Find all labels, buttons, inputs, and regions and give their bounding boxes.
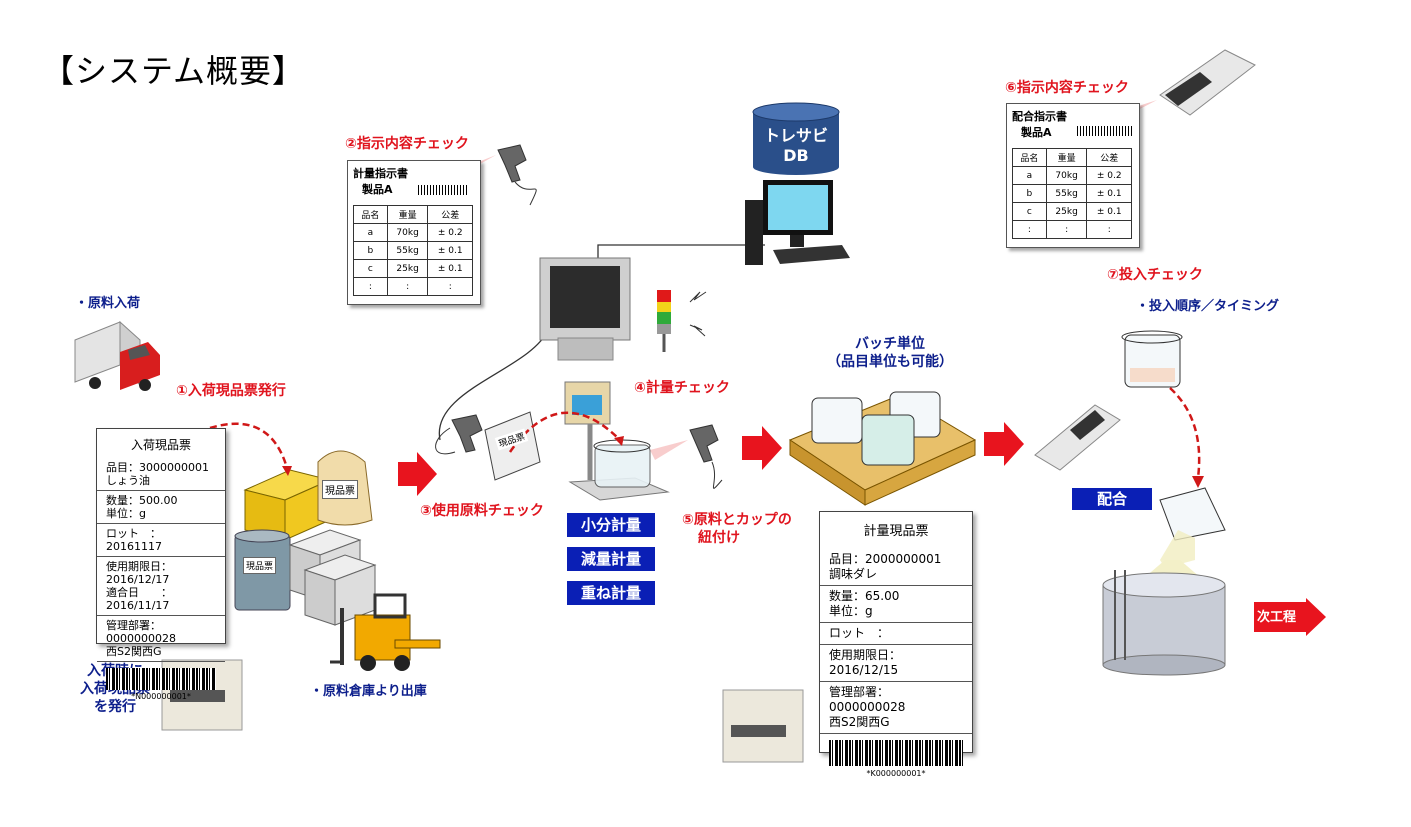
pallet-icon (788, 391, 977, 506)
handheld-terminal-icon (1034, 404, 1121, 471)
flow-arrow (984, 422, 1024, 466)
method-box: 小分計量 (567, 513, 655, 537)
step2-label: ②指示内容チェック (345, 136, 469, 152)
desktop-pc-icon (745, 180, 850, 265)
table-row: ::: (353, 277, 473, 296)
barcode-scanner-icon (435, 414, 483, 455)
warehouse-label: ・原料倉庫より出庫 (310, 684, 427, 699)
table-header: 品名 重量 公差 (353, 205, 473, 224)
order-timing-label: ・投入順序／タイミング (1136, 299, 1280, 314)
step5-label: ⑤原料とカップの 紐付け (682, 512, 792, 546)
box-label: 現品票 (322, 480, 358, 499)
touch-panel-icon (539, 257, 631, 361)
drum-label: 現品票 (243, 557, 277, 574)
next-process-label: 次工程 (1257, 610, 1297, 625)
step6-label: ⑥指示内容チェック (1005, 80, 1129, 96)
method-box: 重ね計量 (567, 581, 655, 605)
step3-label: ③使用原料チェック (420, 503, 544, 519)
page-title: 【システム概要】 (42, 52, 306, 90)
pouring-beaker-icon (1159, 487, 1226, 568)
barcode-icon (829, 740, 963, 766)
table-header: 品名 重量 公差 (1012, 148, 1132, 167)
signal-tower-icon (657, 290, 707, 352)
flow-arrow (398, 452, 437, 496)
database-icon (752, 102, 840, 175)
method-box: 減量計量 (567, 547, 655, 571)
table-row: ::: (1012, 220, 1132, 239)
truck-icon (74, 320, 160, 391)
barcode-icon (1077, 126, 1132, 136)
barcode-icon (418, 185, 468, 195)
flow-arrow (742, 426, 782, 470)
database-label: トレサビ DB (763, 126, 828, 165)
printer-icon (722, 689, 804, 763)
forklift-icon (330, 593, 441, 671)
blend-label: 配合 (1072, 488, 1152, 510)
barcode-scanner-icon (650, 424, 723, 489)
step1-label: ①入荷現品票発行 (176, 383, 286, 399)
batch-label: バッチ単位 （品目単位も可能） (827, 336, 953, 370)
step4-label: ④計量チェック (634, 380, 730, 396)
weighing-scale-icon (564, 381, 670, 501)
blend-cup-icon (1121, 330, 1183, 388)
barcode-icon (106, 668, 216, 690)
next-process-arrow (1254, 598, 1326, 636)
step7-label: ⑦投入チェック (1107, 267, 1203, 283)
tank-icon (1102, 560, 1226, 676)
arrival-label: ・原料入荷 (75, 296, 141, 311)
materials-icon (234, 450, 377, 626)
